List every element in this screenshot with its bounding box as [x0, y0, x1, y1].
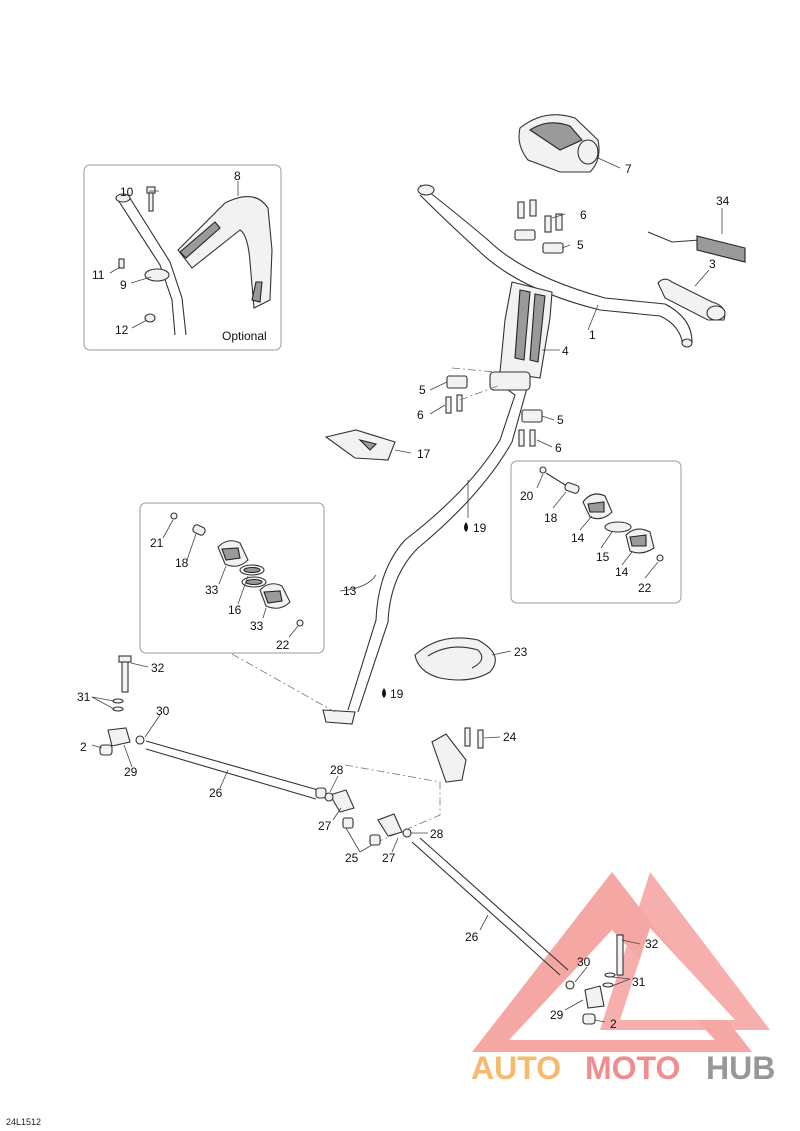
clamp-5-top-a — [514, 229, 536, 241]
spacer-11-icon — [118, 258, 125, 269]
svg-text:HUB: HUB — [706, 1050, 775, 1086]
callout-label: 33 — [205, 583, 219, 597]
clamp-5-top-b — [542, 242, 564, 254]
riser-4 — [499, 281, 553, 379]
callout-label: 5 — [557, 413, 564, 427]
clamp-9-icon — [144, 268, 170, 282]
cover-17-slot — [358, 438, 378, 451]
callout-label: 5 — [577, 238, 584, 252]
callout-label: 25 — [345, 851, 359, 865]
bushing-kit-left-parts — [170, 512, 304, 627]
leader-lines — [91, 157, 723, 1023]
callout-label: 29 — [124, 765, 138, 779]
callout-label: 2 — [610, 1017, 617, 1031]
callout-label: 2 — [80, 740, 87, 754]
bolts-6-top — [517, 199, 563, 233]
diagram-code: 24L1512 — [6, 1117, 42, 1127]
steering-column-13 — [322, 371, 531, 725]
tie-rod-upper-left — [99, 655, 327, 800]
callout-label: 31 — [77, 690, 91, 704]
svg-text:MOTO: MOTO — [585, 1050, 680, 1086]
boot-23 — [414, 637, 496, 681]
callout-label: 14 — [615, 565, 629, 579]
callout-label: 30 — [577, 955, 591, 969]
callout-label: 32 — [151, 661, 165, 675]
callout-label: 28 — [430, 827, 444, 841]
callout-label: 6 — [555, 441, 562, 455]
bushing-kit-box-right — [510, 460, 682, 604]
optional-kit-box — [83, 164, 282, 351]
oil-drop-icon — [382, 688, 386, 698]
callout-label: 10 — [120, 185, 134, 199]
callout-label: 19 — [390, 687, 404, 701]
tie-rod-lower-right — [411, 837, 624, 1025]
callout-label: 9 — [120, 278, 127, 292]
callout-label: 22 — [638, 581, 652, 595]
dash-column-clamp — [459, 384, 501, 401]
clamp-5-mid — [445, 375, 543, 447]
callout-label: 15 — [596, 550, 610, 564]
oil-drop-icon — [464, 522, 468, 532]
callout-label: 24 — [503, 730, 517, 744]
dash-left-box — [231, 653, 336, 713]
callout-label: 12 — [115, 323, 129, 337]
handlebar-pad-7 — [518, 114, 600, 173]
grip-3 — [657, 278, 726, 321]
callout-label: 18 — [175, 556, 189, 570]
cover-17 — [324, 429, 396, 461]
svg-text:AUTO: AUTO — [471, 1050, 561, 1086]
callout-label: 6 — [580, 208, 587, 222]
pitman-arm-24 — [431, 727, 484, 783]
callout-label: 22 — [276, 638, 290, 652]
callout-label: 29 — [550, 1008, 564, 1022]
callout-label: 13 — [343, 584, 357, 598]
optional-label: Optional — [222, 329, 267, 343]
callout-label: 33 — [250, 619, 264, 633]
callout-label: 11 — [92, 268, 105, 282]
callout-label: 30 — [156, 704, 170, 718]
callout-label: 32 — [645, 937, 659, 951]
watermark-text: AUTO MOTO HUB — [471, 1050, 775, 1086]
callout-label: 14 — [571, 531, 585, 545]
callout-label: 20 — [520, 489, 534, 503]
callout-label: 3 — [709, 257, 716, 271]
callout-label: 6 — [417, 408, 424, 422]
handlebar-1 — [417, 184, 693, 348]
callout-label: 31 — [632, 975, 646, 989]
callout-label: 23 — [514, 645, 528, 659]
callout-label: 27 — [318, 819, 332, 833]
callout-label: 19 — [473, 521, 487, 535]
callout-label: 27 — [382, 851, 396, 865]
bolt-10-icon — [146, 186, 156, 212]
callout-label: 28 — [330, 763, 344, 777]
callout-label: 21 — [150, 536, 164, 550]
callout-label: 16 — [228, 603, 242, 617]
callout-label: 18 — [544, 511, 558, 525]
callout-labels: 1 2 2 3 4 5 5 5 6 6 6 7 8 9 10 11 12 13 … — [77, 162, 730, 1031]
callout-label: 26 — [465, 930, 479, 944]
optional-bar-pad — [115, 193, 273, 336]
callout-label: 26 — [209, 786, 223, 800]
callout-label: 1 — [589, 328, 596, 342]
callout-label: 4 — [562, 344, 569, 358]
throttle-34 — [647, 231, 746, 263]
ball-joints-25-27 — [324, 789, 412, 846]
bushing-kit-right-parts — [539, 466, 664, 562]
callout-label: 17 — [417, 447, 431, 461]
callout-label: 8 — [234, 169, 241, 183]
nut-12-icon — [144, 313, 156, 323]
bushing-kit-box-left — [139, 502, 325, 654]
callout-label: 7 — [625, 162, 632, 176]
callout-label: 34 — [716, 194, 730, 208]
callout-label: 5 — [419, 383, 426, 397]
dash-riser — [451, 367, 496, 373]
